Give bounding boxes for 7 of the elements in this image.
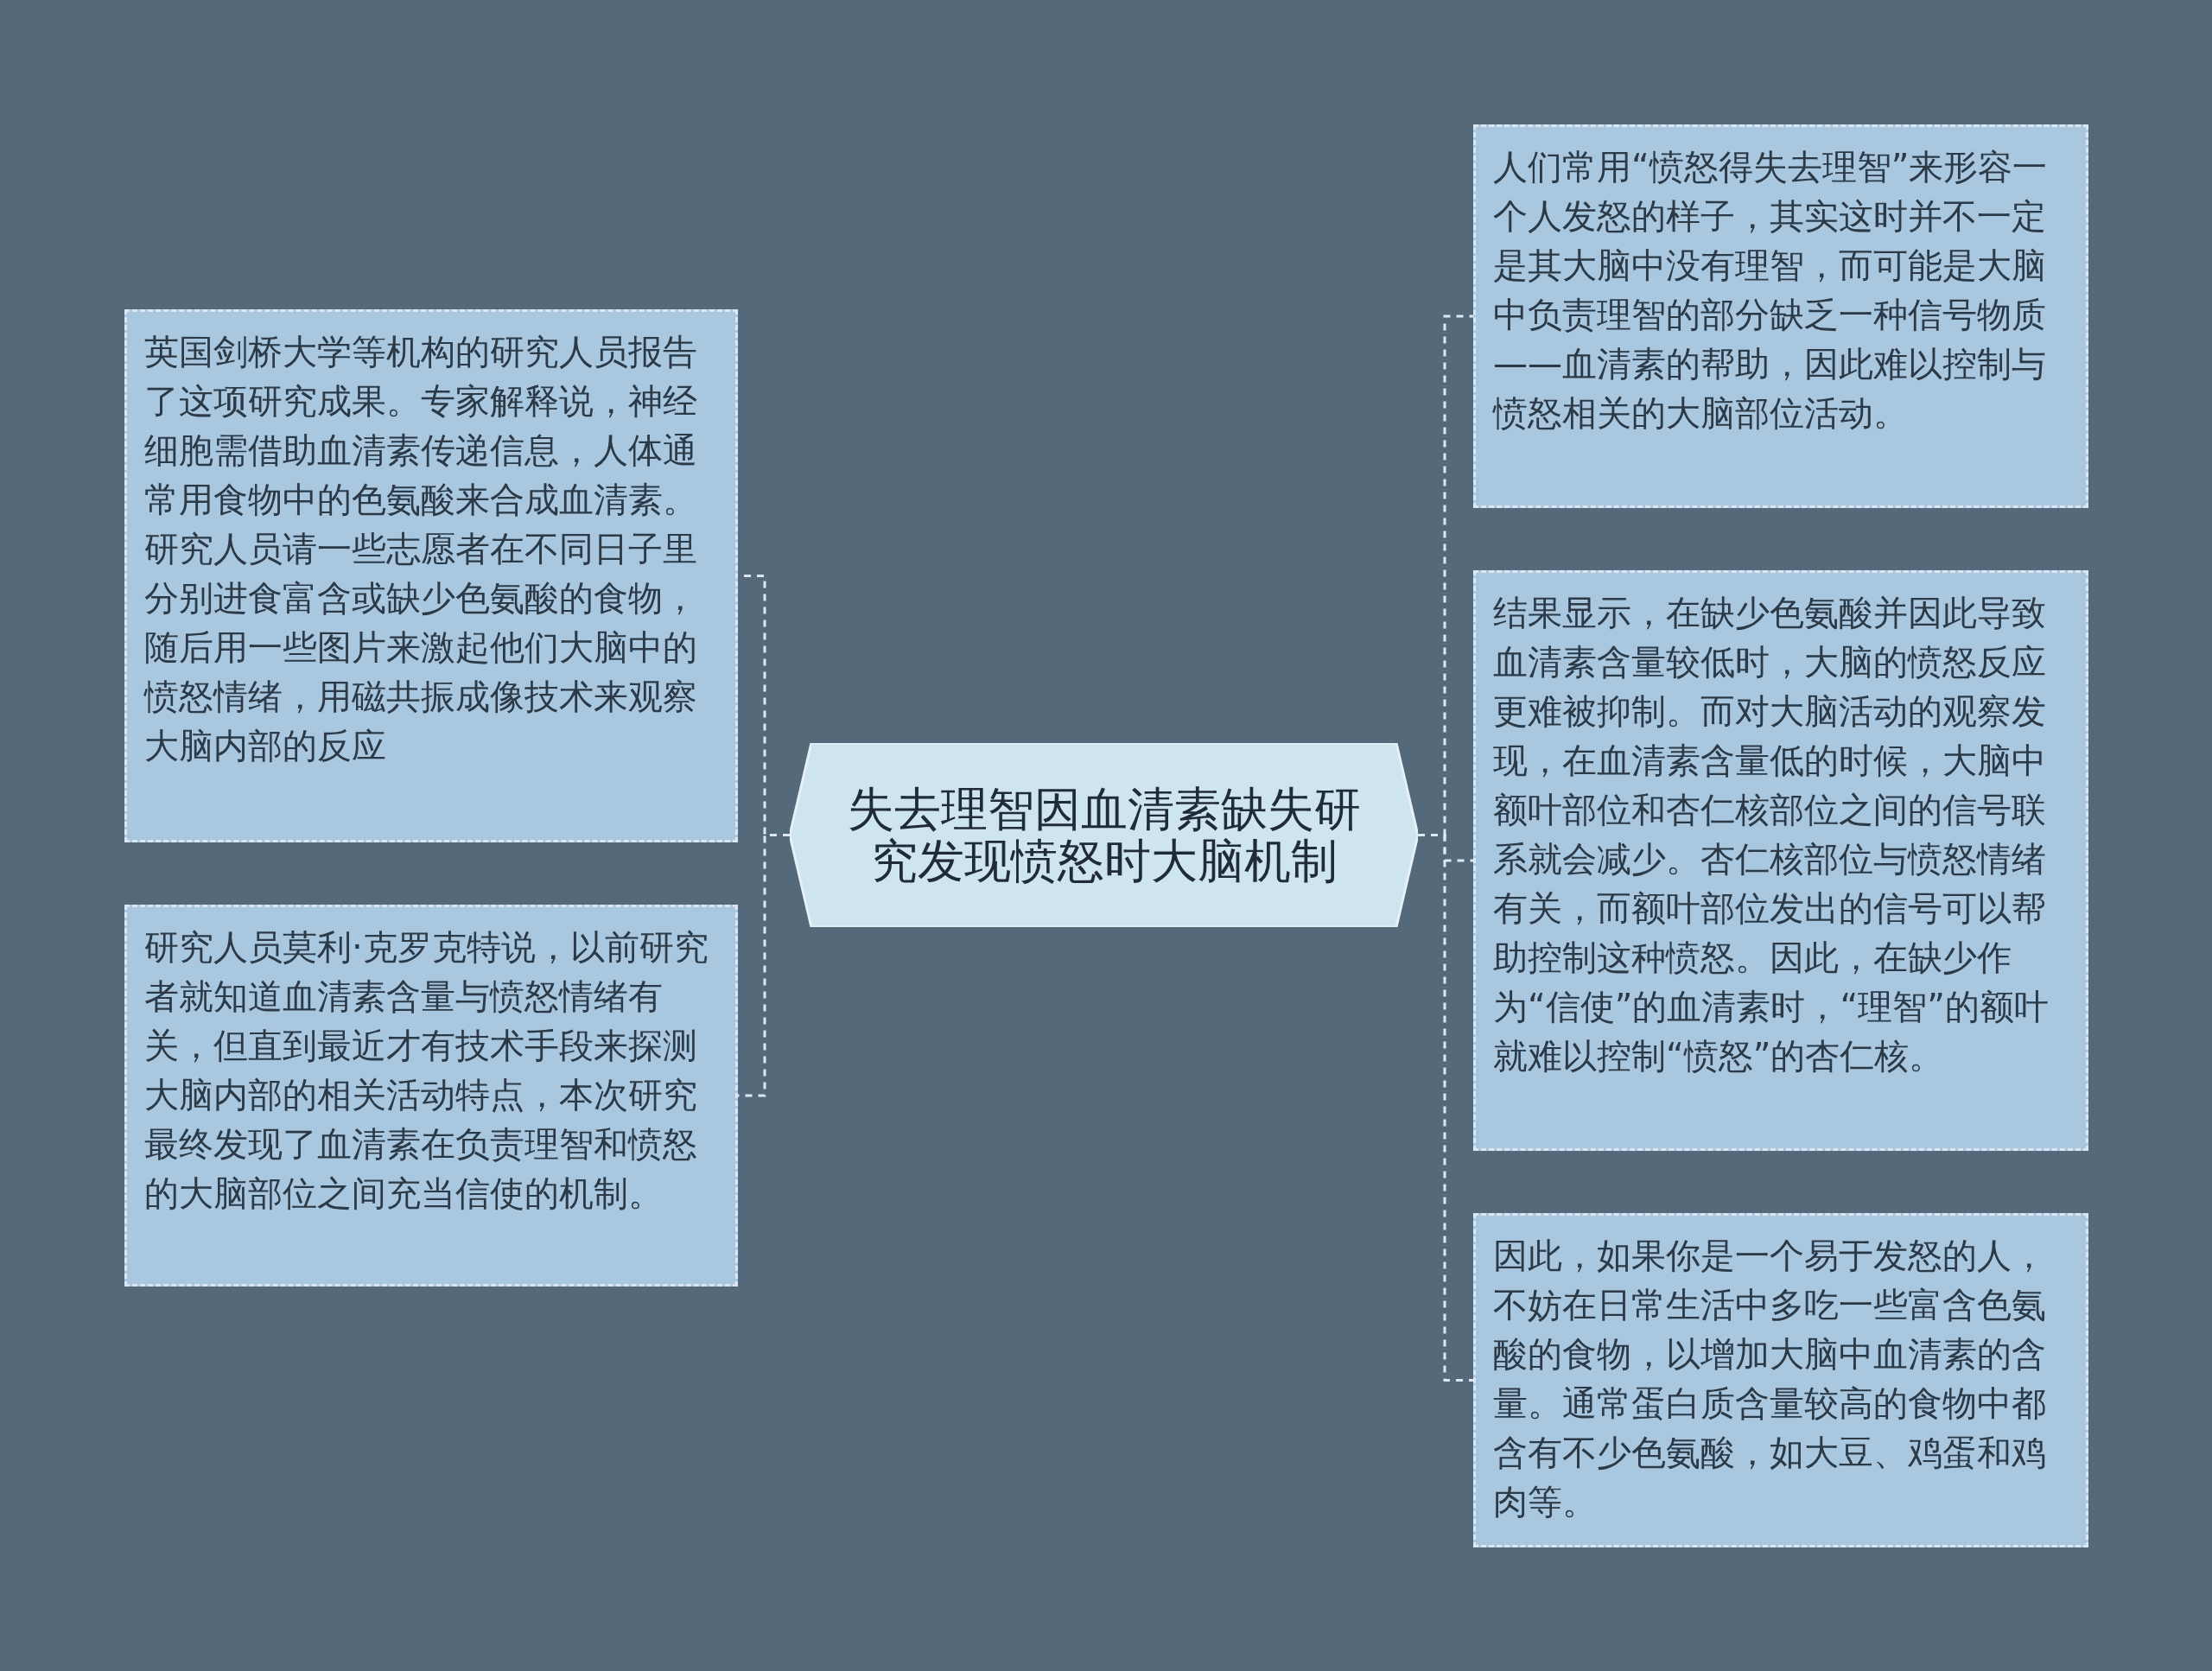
text-box: 英国剑桥大学等机构的研究人员报告了这项研究成果。专家解释说，神经细胞需借助血清素传递信息，人体通常用食物中的色氨酸来合成血清素。研究人员请一些志愿者在不同日子里分别进食富含或缺少色氨酸的食物，随后用一些图片来激起他们大脑中的愤怒情绪，用磁共振成像技术来观察大脑内部的反应 — [124, 309, 738, 842]
text-box: 人们常用“愤怒得失去理智”来形容一个人发怒的样子，其实这时并不一定是其大脑中没有理智，而可能是大脑中负责理智的部分缺乏一种信号物质——血清素的帮助，因此难以控制与愤怒相关的大脑部位活动。 — [1473, 124, 2088, 508]
connector-line — [738, 834, 790, 1097]
text-box: 结果显示，在缺少色氨酸并因此导致血清素含量较低时，大脑的愤怒反应更难被抑制。而对大脑活动的观察发现，在血清素含量低的时候，大脑中额叶部位和杏仁核部位之间的信号联系就会减少。杏仁核部位与愤怒情绪有关，而额叶部位发出的信号可以帮助控制这种愤怒。因此，在缺少作为“信使”的血清素时，“理智”的额叶就难以控制“愤怒”的杏仁核。 — [1473, 570, 2088, 1151]
topic-hexagon: 失去理智因血清素缺失研究发现愤怒时大脑机制 — [790, 743, 1418, 927]
text-box: 研究人员莫利·克罗克特说，以前研究者就知道血清素含量与愤怒情绪有关，但直到最近才有技术手段来探测大脑内部的相关活动特点，本次研究最终发现了血清素在负责理智和愤怒的大脑部位之间充当信使的机制。 — [124, 905, 738, 1287]
text-box: 因此，如果你是一个易于发怒的人，不妨在日常生活中多吃一些富含色氨酸的食物，以增加大脑中血清素的含量。通常蛋白质含量较高的食物中都含有不少色氨酸，如大豆、鸡蛋和鸡肉等。 — [1473, 1213, 2088, 1547]
